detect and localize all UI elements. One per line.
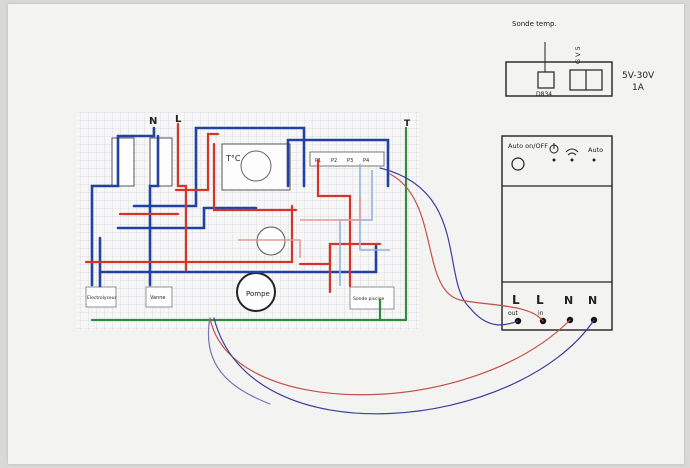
terminal-in-sub: in [538, 310, 544, 317]
neutral-supply-label: N [149, 116, 157, 127]
terminal-out-sub: out [508, 310, 518, 317]
neutral-wire [148, 134, 160, 287]
valve-label: Vanne [150, 295, 166, 301]
pen-wire-red-lin [389, 173, 544, 322]
led-auto [592, 158, 596, 162]
earth-supply-label: T [404, 119, 411, 129]
terminal-strip [309, 151, 385, 167]
electrolyser-box [85, 286, 117, 308]
thermostat-block [221, 143, 291, 191]
power-supply-outline [505, 61, 613, 97]
led-wifi [570, 158, 574, 162]
terminal-n2-label: N [588, 294, 597, 307]
mode-button [511, 157, 525, 171]
neutral-wires [90, 126, 390, 288]
terminal-n1-label: N [564, 294, 573, 307]
pin-label: P3 [347, 158, 353, 164]
rating-voltage: 5V-30V [622, 71, 655, 81]
led-power [552, 158, 556, 162]
pen-wire-purple [207, 317, 271, 405]
pool-sensor-label: Sonde piscine [353, 296, 385, 302]
live-wires [84, 122, 382, 294]
timer-circle [256, 226, 286, 256]
live-wire [176, 122, 188, 272]
pool-sensor-box [349, 286, 395, 310]
sensor-connector [537, 71, 555, 89]
controller-outline [501, 135, 613, 331]
chip-label: D834 [536, 91, 552, 98]
power-icon [549, 143, 559, 154]
neutral-wire [132, 126, 306, 208]
live-wire [174, 132, 220, 192]
mode-label: Auto on/OFF [508, 142, 548, 150]
wifi-icon [565, 148, 579, 156]
signal-wire [238, 239, 301, 258]
terminal-l-in-label: L [536, 293, 544, 307]
neutral-wire [90, 126, 156, 287]
live-supply-label: L [175, 114, 182, 125]
controller-module: Auto on/OFF Auto L L N N out in [501, 135, 613, 331]
neutral-wire [286, 138, 390, 188]
breaker-left [111, 137, 135, 187]
pin-labels: G V 5 [574, 46, 582, 64]
pen-wire-blue-lout [379, 167, 519, 326]
thermostat-dial [240, 150, 272, 182]
wiring-schematic-printout: T°C P1 P2 P3 P4 Pompe Electrolyseur Vann… [76, 112, 420, 330]
neutral-wire [116, 206, 258, 230]
electrolyser-label: Electrolyseur [87, 295, 116, 301]
signal-wire [359, 164, 390, 251]
earth-wires [90, 126, 408, 322]
live-wire [212, 142, 298, 212]
thermostat-label: T°C [225, 154, 241, 163]
pump-label: Pompe [246, 290, 270, 298]
pin-label: P4 [363, 158, 369, 164]
neutral-wire [98, 244, 378, 274]
terminal-l-out-label: L [512, 293, 520, 307]
pen-wire-blue-n [213, 317, 595, 415]
signal-wires-red [238, 196, 361, 258]
rating-current: 1A [632, 83, 645, 93]
live-wire [84, 204, 294, 264]
signal-wire [300, 196, 361, 221]
pin-label: P2 [331, 158, 337, 164]
sensor-label: Sonde temp. [512, 20, 557, 28]
valve-box [145, 286, 173, 308]
power-supply-module: Sonde temp. D834 G V 5 5V-30V 1A [505, 20, 655, 98]
auto-label: Auto [588, 146, 603, 154]
pen-wires [207, 167, 595, 415]
live-wire [316, 158, 352, 288]
breaker-right [149, 137, 173, 187]
